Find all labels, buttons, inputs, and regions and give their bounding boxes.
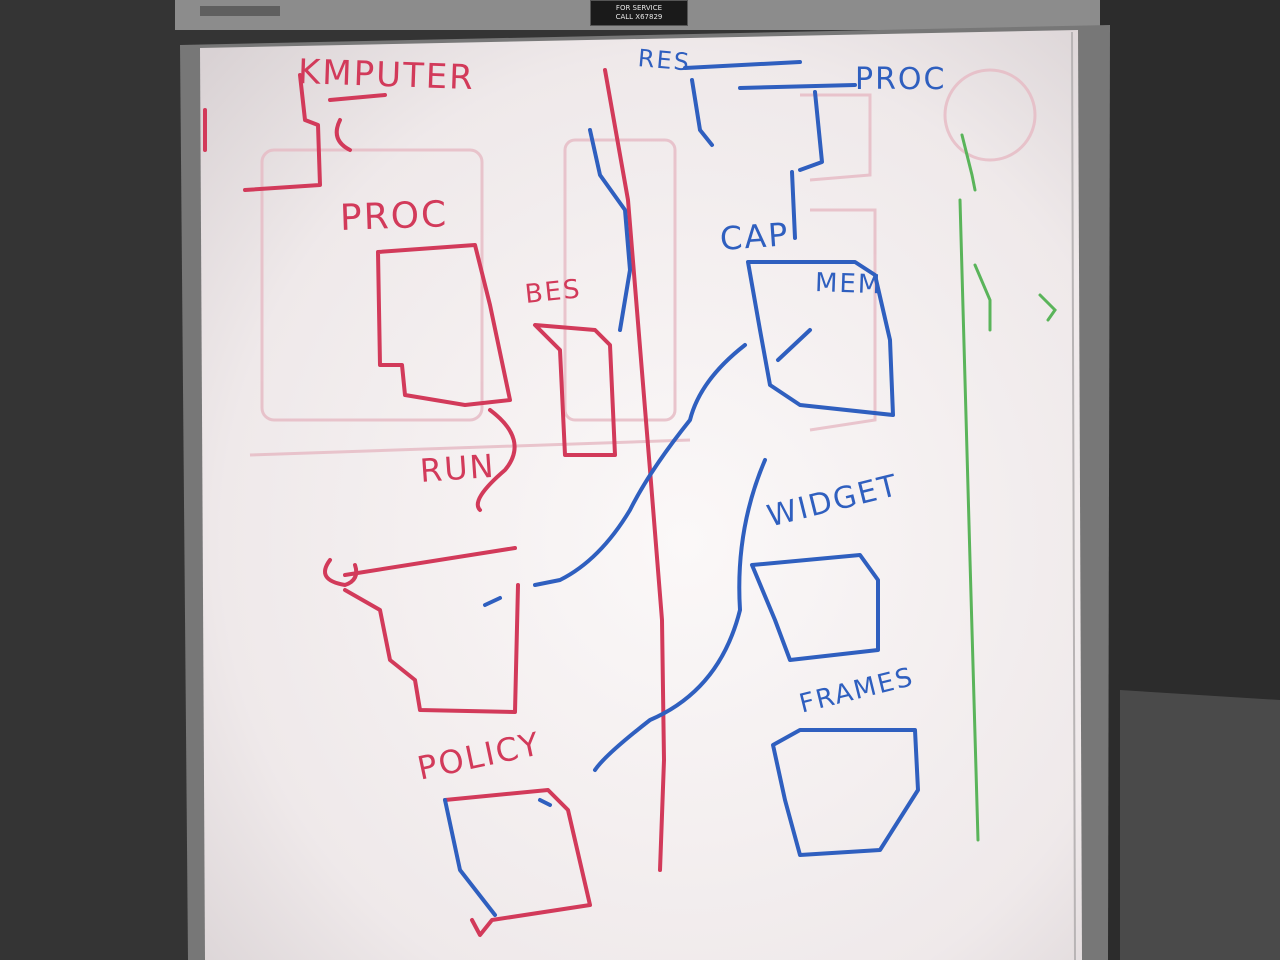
service-tag-line2: CALL X67829 bbox=[615, 13, 663, 21]
service-tag: FOR SERVICE CALL X67829 bbox=[590, 0, 688, 26]
red-marker-drawings bbox=[203, 68, 666, 937]
blue-marker-drawings bbox=[443, 60, 920, 917]
chair-back bbox=[1120, 690, 1280, 960]
label-cap: CAP bbox=[718, 215, 791, 258]
label-res: RES bbox=[636, 44, 693, 77]
label-proc-right: PROC bbox=[855, 62, 947, 97]
label-run: RUN bbox=[418, 446, 497, 490]
label-proc-left: PROC bbox=[339, 194, 449, 239]
label-computer: KMPUTER bbox=[297, 52, 476, 99]
green-marker-drawings bbox=[958, 133, 1057, 842]
flipchart-paper bbox=[200, 30, 1082, 960]
service-tag-line1: FOR SERVICE bbox=[615, 4, 663, 12]
label-bes: BES bbox=[523, 274, 584, 310]
label-mem: MEM bbox=[814, 268, 883, 301]
